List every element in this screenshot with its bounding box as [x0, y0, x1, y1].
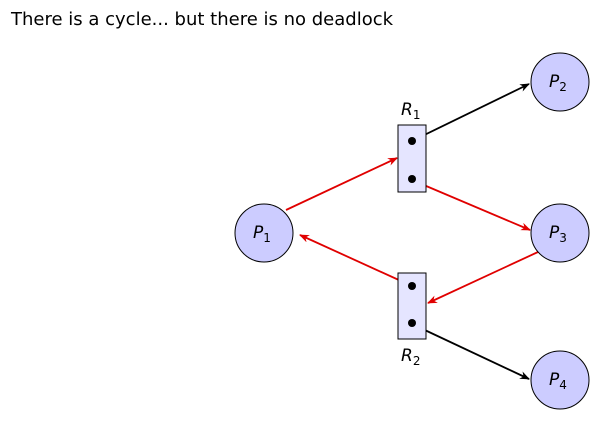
process-p3: P3: [530, 203, 590, 263]
resource-r2-label: R2: [401, 346, 420, 368]
edge-p1-to-r1: [285, 157, 398, 211]
resource-r2: R2: [397, 272, 427, 368]
resource-r2-instance-2: [408, 319, 416, 327]
diagram-heading: There is a cycle... but there is no dead…: [11, 9, 394, 30]
process-p2: P2: [530, 52, 590, 112]
resource-r2-instance-1: [408, 282, 416, 290]
process-p4-label: P4: [549, 370, 567, 392]
process-p1: P1: [234, 203, 294, 263]
process-p3-circle: [530, 203, 590, 263]
resource-r1-instance-2: [408, 175, 416, 183]
edge-r1-to-p2: [411, 83, 530, 142]
resource-r1: R1: [397, 100, 427, 193]
edge-p3-to-r2: [427, 251, 539, 304]
edge-r1-to-p3: [411, 179, 531, 231]
process-p1-circle: [234, 203, 294, 263]
resource-r1-label: R1: [401, 100, 420, 122]
process-p3-label: P3: [549, 223, 567, 245]
resource-r1-instance-1: [408, 137, 416, 145]
process-p2-label: P2: [549, 72, 567, 94]
edge-r2-to-p1: [299, 234, 413, 287]
edge-r2-to-p4: [411, 323, 530, 380]
edges: [285, 83, 539, 380]
process-p4: P4: [530, 350, 590, 410]
process-p4-circle: [530, 350, 590, 410]
process-p2-circle: [530, 52, 590, 112]
process-p1-label: P1: [253, 223, 271, 245]
